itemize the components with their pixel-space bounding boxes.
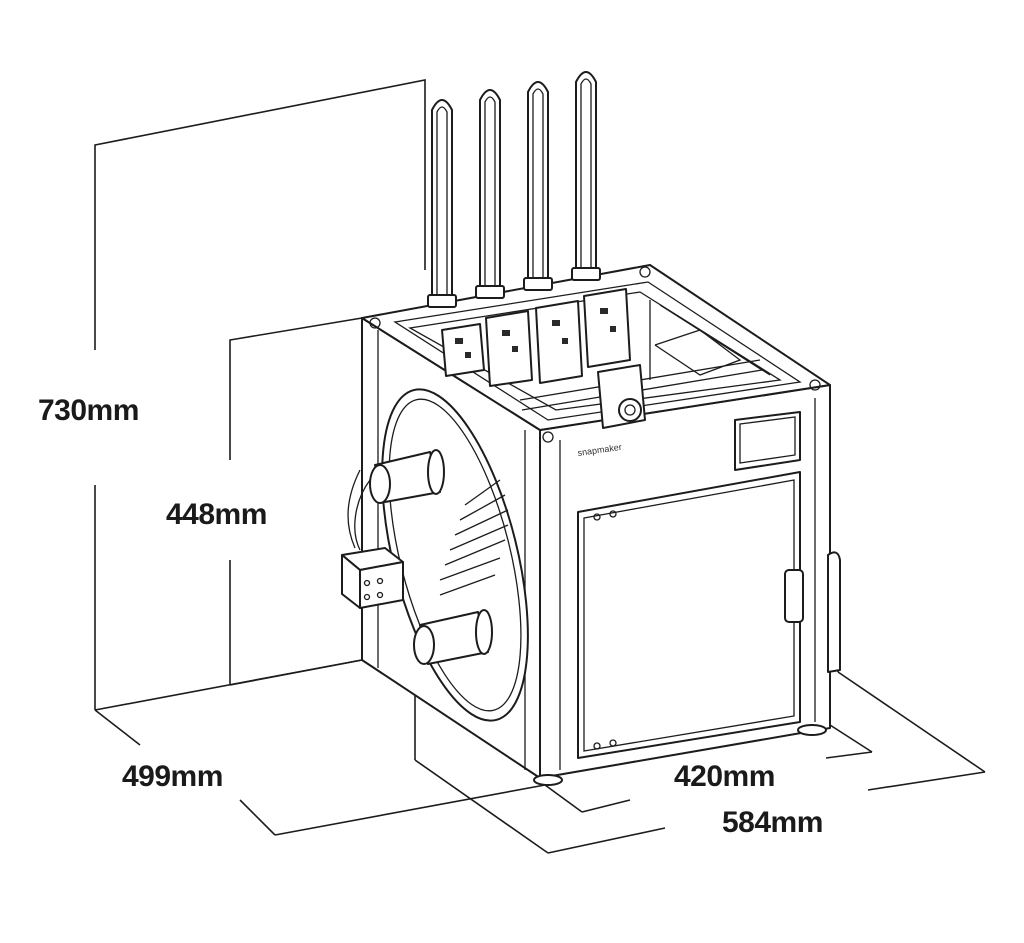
gantry [519,300,771,429]
depth-label: 499mm [122,760,223,793]
touch-screen [734,411,801,471]
dimension-lines [94,79,986,854]
toolhead-2 [485,310,533,387]
filament-sensor-box [341,547,404,609]
width-total-label: 584mm [722,806,823,839]
filament-tubes [427,71,601,308]
rear-spool-stub [827,551,841,673]
front-door [577,471,804,759]
toolhead-4 [583,288,631,368]
spool-holder [347,388,529,722]
toolheads [441,288,631,387]
width-body-label: 420mm [674,760,775,793]
toolhead-3 [535,300,583,384]
height-total-label: 730mm [38,394,139,427]
toolhead-1 [441,323,485,377]
height-body-label: 448mm [166,498,267,531]
